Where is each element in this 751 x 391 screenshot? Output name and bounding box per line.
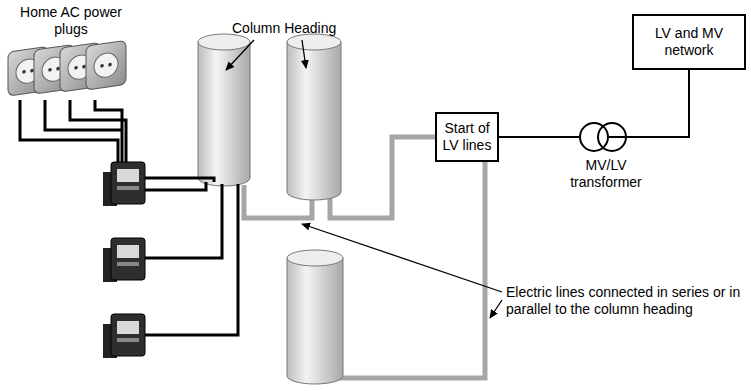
power-plug: [8, 40, 126, 96]
box-text: LV and MV network: [638, 25, 740, 59]
process-box: Start of LV lines: [435, 112, 499, 162]
text-label: Column Heading: [232, 20, 352, 37]
leader-line: [226, 40, 502, 318]
text-label: Electric lines connected in series or in…: [506, 284, 746, 318]
energy-meter: [103, 162, 145, 358]
lv-line: [244, 137, 485, 378]
wire: [20, 100, 238, 335]
text-label: MV/LV transformer: [560, 157, 652, 191]
process-box: LV and MV network: [632, 14, 746, 70]
text-label: Home AC power plugs: [16, 4, 126, 38]
transformer-symbol: [580, 123, 626, 151]
box-text: Start of LV lines: [441, 120, 493, 154]
column-heading: [198, 34, 343, 384]
